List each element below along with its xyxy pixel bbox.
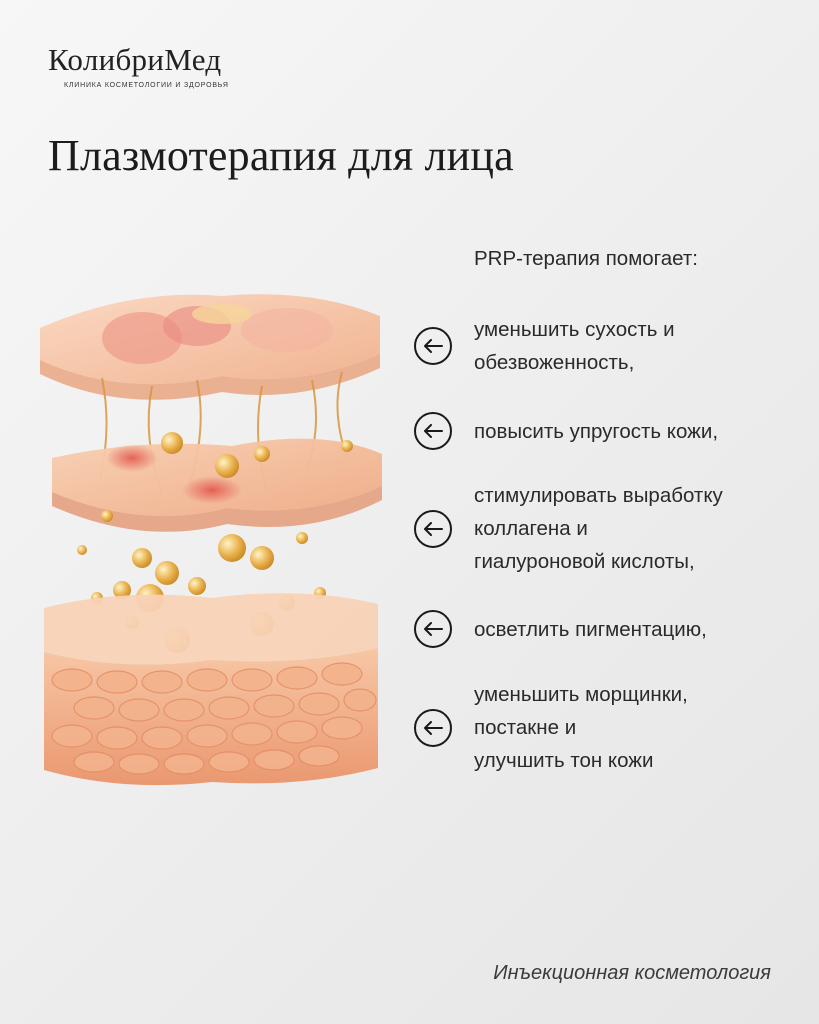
page-title: Плазмотерапия для лица [48, 131, 514, 180]
benefit-text: осветлить пигментацию, [474, 617, 707, 641]
footer-category: Инъекционная косметология [493, 962, 771, 984]
skin-layers-illustration [40, 294, 382, 786]
benefit-text: стимулировать выработку коллагена и гиал… [474, 484, 723, 573]
benefit-item: стимулировать выработку коллагена и гиал… [414, 479, 723, 578]
middle-skin-layer [52, 438, 382, 532]
benefit-item: уменьшить морщинки, постакне и улучшить … [414, 678, 688, 777]
arrow-left-circle-icon [414, 327, 452, 365]
benefit-item: уменьшить сухость и обезвоженность, [414, 313, 675, 379]
brand-logo: КолибриМед КЛИНИКА КОСМЕТОЛОГИИ И ЗДОРОВ… [48, 44, 229, 89]
brand-name: КолибриМед [48, 42, 222, 77]
benefit-text: уменьшить морщинки, постакне и улучшить … [474, 683, 688, 772]
arrow-left-circle-icon [414, 412, 452, 450]
bottom-skin-block [44, 593, 378, 786]
arrow-left-circle-icon [414, 708, 452, 747]
brand-tagline: КЛИНИКА КОСМЕТОЛОГИИ И ЗДОРОВЬЯ [64, 82, 229, 89]
benefit-text: повысить упругость кожи, [474, 419, 719, 443]
top-skin-layer [40, 294, 380, 400]
benefit-text: уменьшить сухость и обезвоженность, [474, 318, 675, 374]
arrow-left-circle-icon [414, 509, 452, 548]
benefit-item: осветлить пигментацию, [414, 610, 707, 648]
benefits-intro: PRP-терапия помогает: [474, 247, 698, 270]
benefit-item: повысить упругость кожи, [414, 412, 718, 450]
arrow-left-circle-icon [414, 610, 452, 648]
